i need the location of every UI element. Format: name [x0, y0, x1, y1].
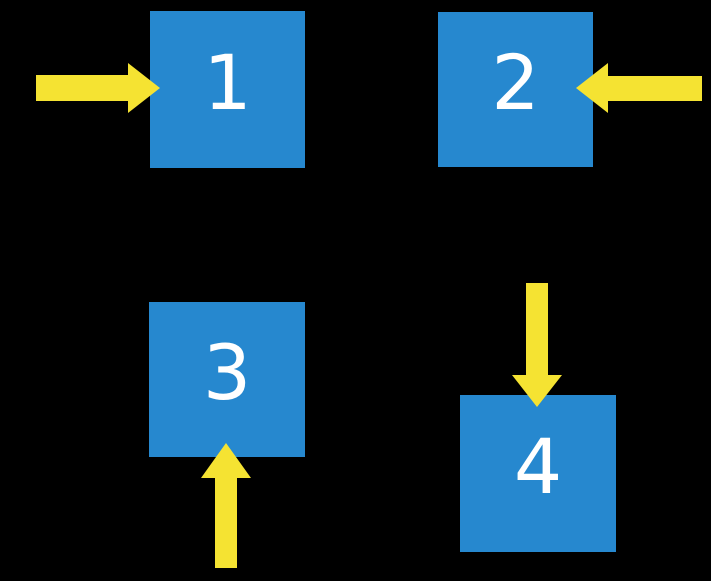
arrow-shaft: [215, 478, 237, 568]
arrow-head: [128, 63, 160, 113]
left-arrow-icon: [576, 63, 702, 113]
arrow-shaft: [608, 76, 702, 101]
square-1-label: 1: [203, 37, 252, 127]
down-arrow-icon: [512, 283, 562, 407]
arrow-head: [512, 375, 562, 407]
right-arrow-icon: [36, 63, 160, 113]
arrow-head: [576, 63, 608, 113]
square-4-label: 4: [513, 421, 563, 511]
square-4: 4: [460, 395, 616, 552]
square-2-label: 2: [491, 37, 540, 127]
square-3: 3: [149, 302, 305, 457]
square-3-label: 3: [202, 327, 252, 417]
arrow-shaft: [36, 75, 128, 101]
square-2: 2: [438, 12, 593, 167]
square-1: 1: [150, 11, 305, 168]
up-arrow-icon: [201, 443, 251, 568]
arrow-shaft: [526, 283, 548, 375]
arrow-head: [201, 443, 251, 478]
